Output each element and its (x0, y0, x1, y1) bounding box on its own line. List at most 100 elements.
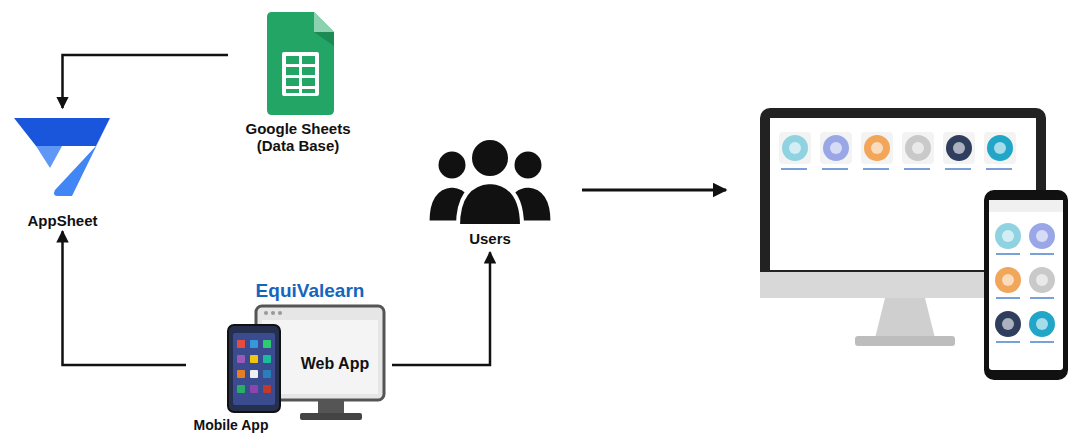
phone-screen-part-part (1029, 223, 1055, 255)
desktop-screen-part-part-part (904, 168, 930, 170)
app-node: EquiValearnWeb AppMobile App (186, 278, 392, 436)
desktop-screen-part-part-part (905, 135, 931, 161)
sheets-icon-part (282, 52, 319, 96)
phone-screen-part (989, 200, 1063, 370)
desktop-screen-part-part-part (823, 135, 849, 161)
connector-arrow (63, 231, 187, 365)
mobile-app-phone-part-part (237, 385, 245, 393)
mobile-app-phone-part-part (263, 385, 271, 393)
sheets-icon-part (286, 78, 299, 86)
phone-screen-part-part (1029, 267, 1055, 299)
appsheet-logo-part (36, 146, 62, 168)
desktop-screen-part-part-part (830, 142, 842, 154)
desktop-screen-part-part-part (945, 168, 971, 170)
phone-screen-part-part-part (995, 267, 1021, 293)
appsheet-logo (14, 118, 110, 196)
app-title: EquiValearn (256, 280, 365, 302)
phone-screen (984, 190, 1068, 380)
desktop-screen-part-part-part (863, 168, 889, 170)
desktop-screen-part (779, 132, 1016, 170)
desktop-screen-part-part-part (994, 142, 1006, 154)
appsheet-logo-part (54, 118, 110, 196)
desktop-screen-part (875, 298, 935, 338)
desktop-screen-part-part-part (871, 142, 883, 154)
phone-screen-part-part-part (995, 311, 1021, 337)
desktop-screen-part-part (861, 132, 893, 170)
phone-screen-part-part-part (1002, 274, 1014, 286)
sheets-icon-part (302, 89, 315, 93)
web-app-monitor-part (271, 311, 275, 315)
sheets-icon-part (314, 32, 334, 46)
sheets-icon-part (302, 67, 315, 75)
mobile-app-phone-part (233, 333, 275, 405)
desktop-screen-part-part-part (781, 168, 807, 170)
desktop-screen-part-part-part (822, 168, 848, 170)
mobile-app-phone-part (228, 325, 280, 412)
desktop-screen-part-part-part (984, 132, 1016, 164)
desktop-screen-part-part-part (902, 132, 934, 164)
web-app-monitor-part (300, 413, 362, 420)
phone-screen-part-part (995, 311, 1021, 343)
phone-screen-part-part-part (1029, 311, 1055, 337)
users-icon (428, 138, 552, 226)
sheets-icon-part (286, 67, 299, 75)
sheets-icon-part (286, 89, 299, 93)
phone-screen-part (995, 223, 1055, 343)
phone-screen-part-part-part (996, 341, 1020, 343)
mobile-app-phone-part-part (263, 355, 271, 363)
desktop-screen-part-part (902, 132, 934, 170)
web-app-monitor-part (264, 311, 268, 315)
desktop-screen-part-part-part (864, 135, 890, 161)
desktop-screen-part-part-part (953, 142, 965, 154)
phone-screen-part-part (995, 223, 1021, 255)
sheets-icon-part (314, 12, 334, 32)
phone-screen-part-part-part (1029, 223, 1055, 249)
users-icon-part (513, 150, 543, 180)
desktop-screen-part-part-part (912, 142, 924, 154)
phone-screen-part (984, 190, 1068, 380)
phone-screen-part-part-part (1029, 267, 1055, 293)
sheets-icon (267, 12, 334, 115)
mobile-app-phone-part-part (237, 340, 245, 348)
desktop-screen-part-part-part (986, 168, 1012, 170)
phone-screen-part-part-part (1036, 274, 1048, 286)
node-label: AppSheet (10, 212, 115, 229)
mobile-app-phone (228, 325, 280, 412)
flow-arrow (582, 189, 726, 192)
phone-screen-part-part-part (1030, 297, 1054, 299)
desktop-screen-part-part-part (946, 135, 972, 161)
node-label: Users (425, 230, 555, 247)
desktop-screen-part (855, 336, 955, 346)
appsheet-logo-part (14, 118, 110, 146)
phone-screen-part-part-part (1036, 318, 1048, 330)
desktop-screen-part-part-part (987, 135, 1013, 161)
mobile-app-phone-part-part (237, 355, 245, 363)
phone-screen-part-part (995, 267, 1021, 299)
phone-screen-part-part (1029, 311, 1055, 343)
users-icon-part (458, 182, 522, 226)
phone-screen-part-part-part (1036, 230, 1048, 242)
desktop-screen-part-part-part (789, 142, 801, 154)
web-app-monitor-part (318, 400, 344, 413)
desktop-screen-part-part-part (861, 132, 893, 164)
desktop-screen-part-part (943, 132, 975, 170)
desktop-screen-part-part (984, 132, 1016, 170)
mobile-app-phone-part-part (250, 385, 258, 393)
mobile-app-phone-part-part (237, 370, 245, 378)
mobile-app-phone-part-part (250, 370, 258, 378)
desktop-screen-part-part-part (820, 132, 852, 164)
phone-screen-part-part-part (1030, 253, 1054, 255)
users-node: Users (425, 132, 555, 252)
mobile-app-phone-part-part (250, 340, 258, 348)
connector-arrow (63, 55, 229, 108)
phone-screen-part-part-part (995, 223, 1021, 249)
sheets-icon-part (286, 56, 299, 64)
device-label: Mobile App (194, 417, 269, 433)
appsheet-node: AppSheet (10, 108, 115, 231)
phone-screen-part (989, 200, 1063, 212)
node-label: Google Sheets (Data Base) (228, 120, 368, 155)
connector-arrow (392, 252, 490, 365)
